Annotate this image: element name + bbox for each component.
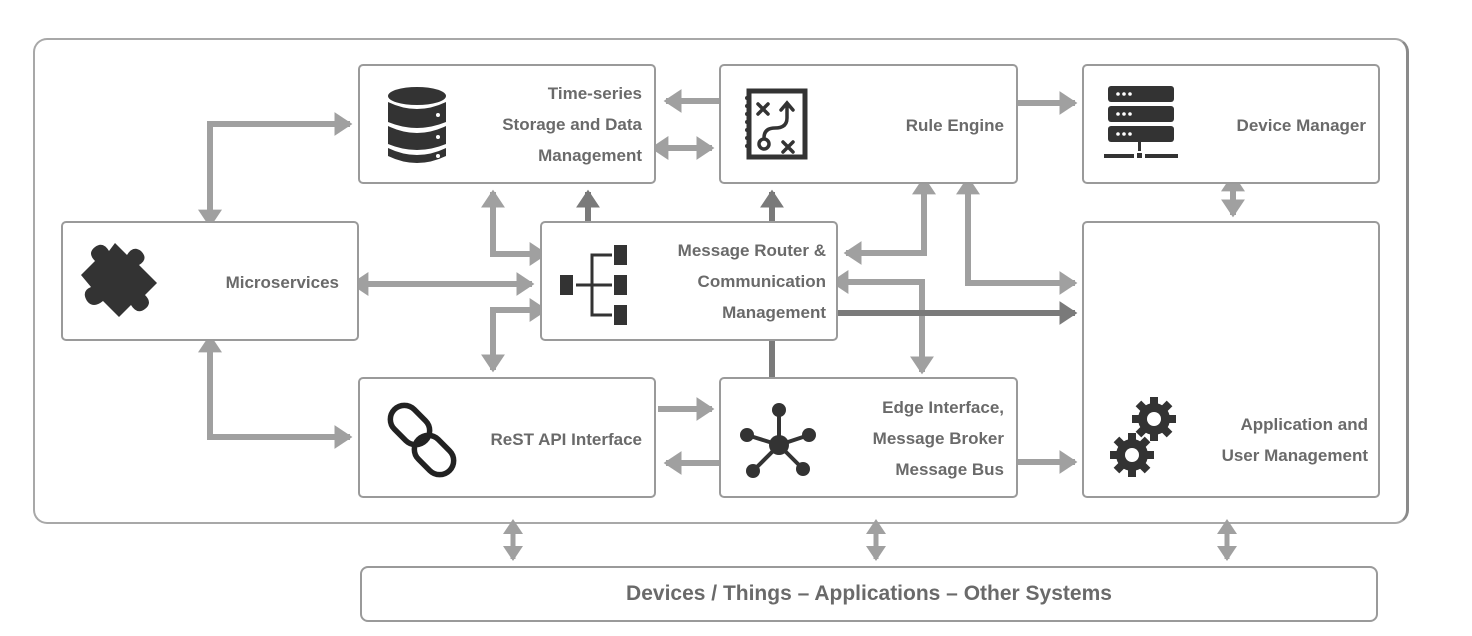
label-line: Microservices (225, 273, 339, 292)
puzzle-piece-icon (81, 243, 157, 317)
chain-link-icon (387, 402, 457, 478)
label-line: Time-series (547, 84, 642, 103)
label-line: Edge Interface, (882, 398, 1004, 417)
node-label: Application and User Management (1222, 409, 1368, 471)
rule-strategy-icon (745, 88, 808, 160)
network-hub-icon (740, 403, 816, 478)
label-line: ReST API Interface (490, 430, 642, 449)
label-line: Communication (697, 272, 826, 291)
node-timeseries-storage: Time-series Storage and Data Management (358, 64, 656, 184)
node-label: Time-series Storage and Data Management (502, 78, 642, 171)
external-systems-label: Devices / Things – Applications – Other … (626, 582, 1112, 605)
database-icon (388, 87, 446, 163)
node-label: Device Manager (1237, 110, 1366, 141)
node-edge-interface: Edge Interface, Message Broker Message B… (719, 377, 1018, 498)
node-app-user-management: Application and User Management (1082, 221, 1380, 498)
gears-icon (1110, 397, 1176, 477)
label-line: Message Broker (872, 429, 1004, 448)
node-label: ReST API Interface (491, 424, 642, 455)
label-line: Management (538, 146, 642, 165)
node-label: Message Router & Communication Managemen… (678, 235, 826, 328)
arrow-router-timeseries (481, 189, 548, 266)
label-line: Management (722, 303, 826, 322)
node-label: Rule Engine (906, 110, 1004, 141)
label-line: Storage and Data (502, 115, 642, 134)
node-microservices: Microservices (61, 221, 359, 341)
label-line: Rule Engine (905, 116, 1004, 135)
label-line: Message Router & (677, 241, 826, 260)
node-device-manager: Device Manager (1082, 64, 1380, 184)
label-line: Device Manager (1236, 116, 1366, 135)
arrow-micro-rest (198, 334, 353, 449)
arrow-rule-app (956, 176, 1078, 295)
external-systems-box: Devices / Things – Applications – Other … (360, 566, 1378, 622)
node-rest-api: ReST API Interface (358, 377, 656, 498)
node-message-router: Message Router & Communication Managemen… (540, 221, 838, 341)
arrow-micro-timeseries (198, 112, 353, 228)
node-label: Microservices (226, 267, 339, 298)
label-line: Message Bus (895, 460, 1004, 479)
label-line: Application and (1240, 415, 1369, 434)
arrow-router-rest (481, 298, 548, 373)
server-rack-icon (1104, 86, 1178, 158)
hierarchy-tree-icon (560, 245, 627, 325)
label-line: User Management (1221, 446, 1368, 465)
arrow-router-edge (830, 270, 934, 375)
node-label: Edge Interface, Message Broker Message B… (873, 392, 1004, 485)
arrow-rule-router (843, 176, 936, 265)
platform-container (33, 38, 1409, 524)
node-rule-engine: Rule Engine (719, 64, 1018, 184)
